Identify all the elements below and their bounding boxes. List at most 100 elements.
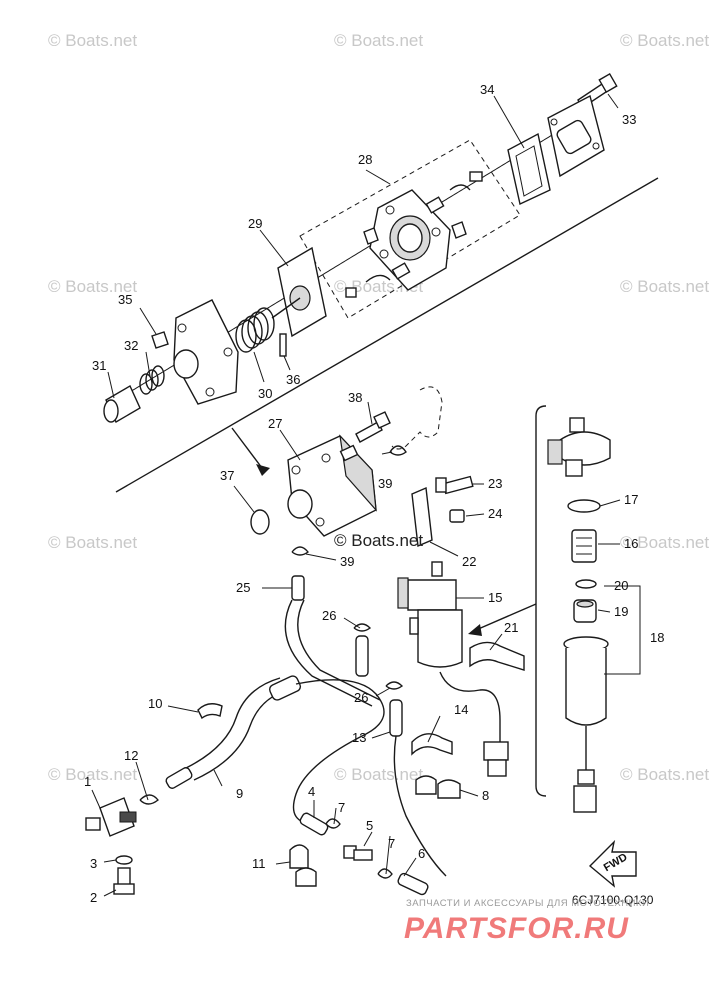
logo-brand: PARTSFOR.RU — [404, 912, 629, 945]
float-19 — [573, 599, 597, 623]
harness-clamp-21 — [469, 641, 525, 671]
callout-36: 36 — [286, 372, 300, 387]
callout-18: 18 — [650, 630, 664, 645]
watermark-layer: © Boats.net © Boats.net © Boats.net © Bo… — [48, 31, 709, 784]
bolt-38 — [355, 411, 391, 443]
leader-lines — [91, 93, 621, 897]
detail-bracket — [535, 405, 547, 797]
nut-35 — [151, 331, 169, 349]
clip-10 — [197, 703, 223, 720]
callout-9: 9 — [236, 786, 243, 801]
callout-33: 33 — [622, 112, 636, 127]
joint-5 — [343, 845, 373, 861]
callout-19: 19 — [614, 604, 628, 619]
watermark: © Boats.net — [620, 31, 709, 50]
callout-15: 15 — [488, 590, 502, 605]
fwd-arrow: FWD — [588, 839, 637, 888]
watermark: © Boats.net — [48, 277, 137, 296]
callout-27: 27 — [268, 416, 282, 431]
logo-tagline: ЗАПЧАСТИ И АКСЕССУАРЫ ДЛЯ МОТОТЕХНИКИ — [406, 898, 649, 909]
watermark-center: © Boats.net — [334, 531, 423, 550]
clip-26-lower — [385, 681, 404, 690]
callout-3: 3 — [90, 856, 97, 871]
callout-8: 8 — [482, 788, 489, 803]
spring-30 — [235, 307, 275, 353]
o-ring-37 — [250, 509, 270, 535]
sensor-wire — [439, 671, 501, 742]
callout-6: 6 — [418, 846, 425, 861]
hose-4 — [299, 812, 329, 836]
washer-3 — [115, 855, 133, 865]
callout-2: 2 — [90, 890, 97, 905]
callout-1: 1 — [84, 774, 91, 789]
watermark: © Boats.net — [334, 31, 423, 50]
fuel-filter-15 — [397, 561, 463, 668]
short-hose-26 — [355, 635, 369, 677]
watermark: © Boats.net — [620, 765, 709, 784]
group-28-hardware — [345, 171, 483, 298]
callout-35: 35 — [118, 292, 132, 307]
leader-bracket-18 — [604, 585, 641, 675]
callout-13: 13 — [352, 730, 366, 745]
callout-29: 29 — [248, 216, 262, 231]
callout-32: 32 — [124, 338, 138, 353]
watermark: © Boats.net — [620, 277, 709, 296]
callout-labels: 1 2 3 4 5 6 7 7 8 9 10 11 12 13 14 15 16… — [84, 82, 664, 905]
assembly-arrow — [231, 427, 263, 469]
clip-39-lower — [291, 546, 309, 556]
pin-36 — [279, 333, 287, 357]
watermark: © Boats.net — [334, 765, 423, 784]
callout-4: 4 — [308, 784, 315, 799]
detail-arrow — [475, 603, 537, 631]
cover-plate-34 — [547, 94, 605, 178]
gasket-34 — [507, 132, 551, 206]
collar-24 — [449, 509, 465, 523]
connector-plug — [483, 741, 509, 777]
filter-element-16 — [571, 529, 597, 563]
callout-7-upper: 7 — [338, 800, 345, 815]
callout-17: 17 — [624, 492, 638, 507]
cap-31 — [103, 385, 141, 423]
callout-26-upper: 26 — [322, 608, 336, 623]
fuel-pump-27 — [287, 434, 377, 537]
clip-7-upper — [325, 818, 341, 829]
watermark: © Boats.net — [48, 533, 137, 552]
callout-5: 5 — [366, 818, 373, 833]
group-28-outline — [299, 139, 521, 319]
callout-21: 21 — [504, 620, 518, 635]
bracket-22 — [411, 486, 433, 548]
callout-38: 38 — [348, 390, 362, 405]
callout-37: 37 — [220, 468, 234, 483]
callout-24: 24 — [488, 506, 502, 521]
joint-1 — [85, 797, 137, 837]
clamp-8 — [415, 775, 461, 799]
hose-stub-dashed — [391, 386, 443, 450]
callout-10: 10 — [148, 696, 162, 711]
clip-7-lower — [377, 868, 393, 879]
callout-30: 30 — [258, 386, 272, 401]
clamp-14 — [411, 733, 453, 756]
callout-14: 14 — [454, 702, 468, 717]
watermark: © Boats.net — [48, 765, 137, 784]
bolt-23 — [435, 475, 474, 495]
callout-16: 16 — [624, 536, 638, 551]
screw-2 — [113, 867, 135, 895]
assembly-arrow-head — [256, 464, 270, 476]
filter-bowl-18 — [563, 636, 609, 813]
callout-12: 12 — [124, 748, 138, 763]
callout-34: 34 — [480, 82, 494, 97]
detail-arrow-head — [468, 624, 482, 636]
callout-22: 22 — [462, 554, 476, 569]
callout-25: 25 — [236, 580, 250, 595]
watermark: © Boats.net — [48, 31, 137, 50]
callout-26-lower: 26 — [354, 690, 368, 705]
callout-20: 20 — [614, 578, 628, 593]
clip-39-upper — [389, 445, 407, 456]
partsfor-logo: ЗАПЧАСТИ И АКСЕССУАРЫ ДЛЯ МОТОТЕХНИКИ PA… — [404, 898, 649, 945]
return-hose-loop — [292, 679, 385, 825]
diagram-code: 6CJ7100-Q130 — [572, 893, 654, 907]
section-divider-line — [115, 177, 659, 493]
callout-39-upper: 39 — [378, 476, 392, 491]
callout-11: 11 — [252, 856, 266, 871]
